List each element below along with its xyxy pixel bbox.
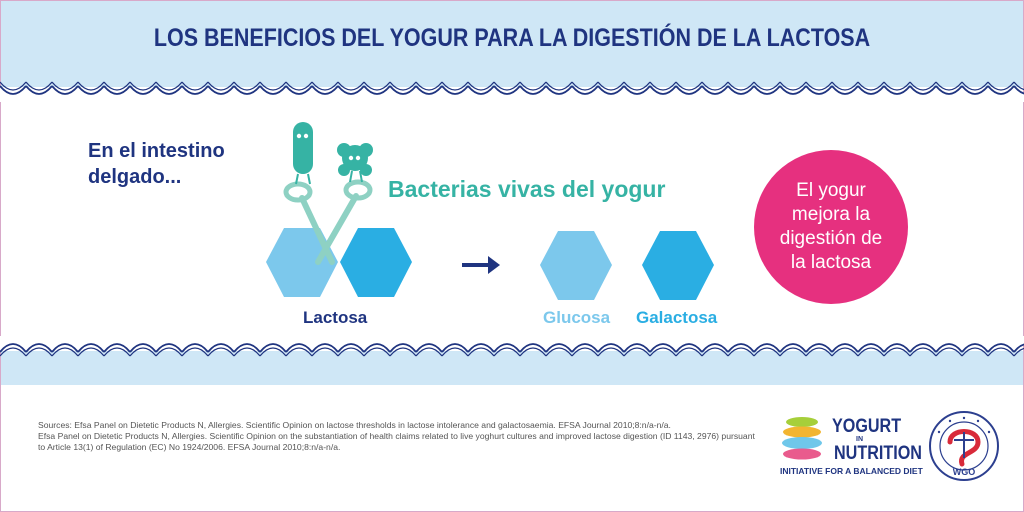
bacteria-icon [337,143,373,183]
top-scallop-border [0,72,1024,102]
sources-text: Sources: Efsa Panel on Dietetic Products… [38,420,758,453]
lactose-label: Lactosa [303,308,368,327]
page-title: LOS BENEFICIOS DEL YOGUR PARA LA DIGESTI… [153,24,871,52]
galactose-label: Galactosa [636,308,718,327]
yogurt-in-nutrition-logo: YOGURT IN NUTRITION INITIATIVE FOR A BAL… [780,414,923,480]
lactose-hexagon-right [340,228,412,297]
bottom-scallop-border [0,336,1024,366]
stacked-stones-icon [782,417,822,460]
logo-word-yogurt: YOGURT [832,416,902,437]
source-line: Efsa Panel on Dietetic Products N, Aller… [38,431,755,452]
callout-circle: El yogur mejora la digestión de la lacto… [754,150,908,304]
galactose-hexagon [642,231,714,300]
lactose-hexagon-left [266,228,338,297]
glucose-hexagon [540,231,612,300]
arrow-right-icon [462,256,500,274]
seal-abbr: WGO [953,467,976,477]
bacteria-icon [293,122,313,185]
source-line: Sources: Efsa Panel on Dietetic Products… [38,420,671,430]
intro-text: En el intestino delgado... [88,140,225,188]
logo-word-in: IN [856,436,863,443]
logo-word-nutrition: NUTRITION [834,443,922,464]
bacteria-label: Bacterias vivas del yogur [388,176,666,202]
glucose-label: Glucosa [543,308,611,327]
wgo-seal-icon: WGO [929,411,999,481]
callout-text: El yogur mejora la digestión de la lacto… [779,180,883,273]
scissors-icon [283,179,373,265]
logo-tagline: INITIATIVE FOR A BALANCED DIET [780,466,923,476]
